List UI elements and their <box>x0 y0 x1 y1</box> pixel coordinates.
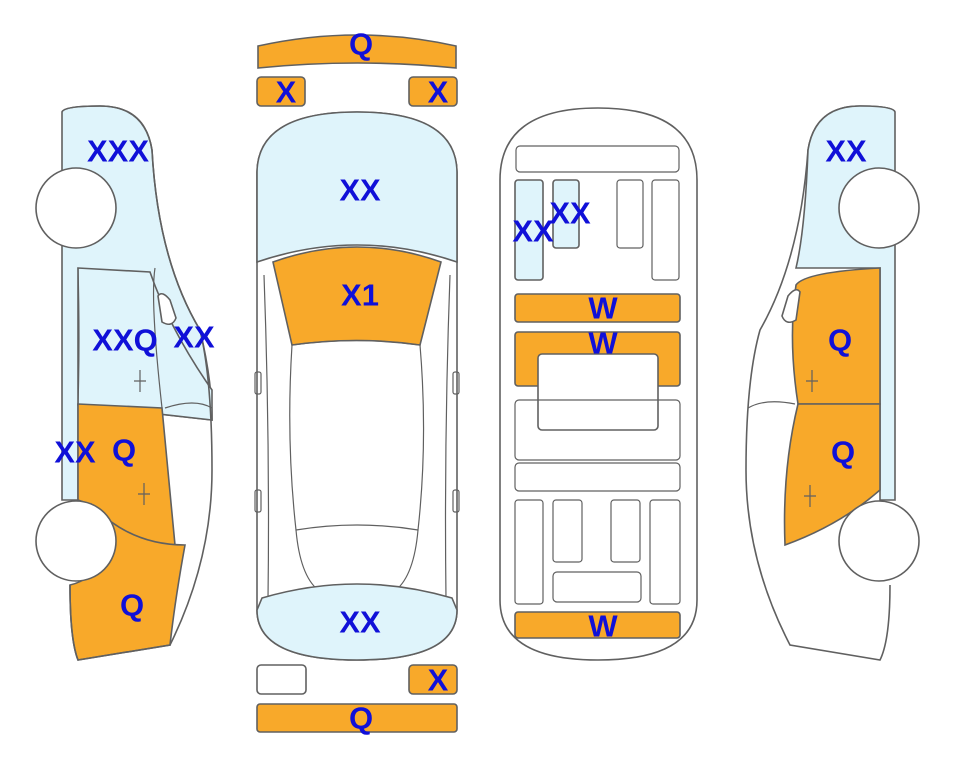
left-rear-wheel <box>35 500 117 582</box>
right-mirror[interactable] <box>781 288 801 324</box>
right-side-line <box>444 274 451 601</box>
label-front-bumper: Q <box>349 27 373 62</box>
damage-labels: Q X X XX X1 XX X Q XXX XXQ XX XX Q Q XX … <box>54 27 867 736</box>
left-door-line <box>152 267 163 409</box>
right-mirror-top <box>452 371 460 395</box>
floor-center-block <box>537 353 659 431</box>
right-rear-wheel <box>838 500 920 582</box>
label-left-quarter: Q <box>120 588 144 623</box>
front-left-corner-panel[interactable] <box>256 76 306 107</box>
floor-bar-3-panel[interactable] <box>514 611 681 639</box>
label-front-right-corner: X <box>428 75 449 110</box>
label-rear-panel: XX <box>339 605 381 640</box>
floor-bar-1-panel[interactable] <box>514 293 681 323</box>
left-front-wheel <box>35 167 117 249</box>
label-front-left-corner: X <box>276 75 297 110</box>
left-side-line <box>263 274 270 601</box>
floor-slot-e <box>514 499 544 605</box>
right-front-wheel <box>838 167 920 249</box>
cabin-outline <box>289 339 425 531</box>
floor-slot-b <box>651 179 680 281</box>
label-interior-left-2: XX <box>549 196 591 231</box>
label-rear-right-corner: X <box>428 663 449 698</box>
left-pillar-line <box>77 267 80 406</box>
left-side-view <box>35 105 213 661</box>
label-hood: XX <box>339 173 381 208</box>
label-left-mirror: XX <box>173 320 215 355</box>
left-handle-top <box>254 489 262 513</box>
label-windshield-roof: X1 <box>341 278 379 313</box>
label-rear-bumper: Q <box>349 701 373 736</box>
left-handle-front <box>134 370 146 392</box>
front-right-corner-panel[interactable] <box>408 76 458 107</box>
left-mirror[interactable] <box>157 292 177 326</box>
floor-slot-i <box>552 571 642 603</box>
right-handle-front <box>806 370 818 392</box>
rear-right-corner-panel[interactable] <box>408 664 458 695</box>
label-floor-bar-3: W <box>588 609 618 644</box>
rear-panel[interactable] <box>256 583 458 661</box>
label-right-front-door: Q <box>828 323 852 358</box>
right-rear-door-panel[interactable] <box>783 403 881 547</box>
label-interior-left: XX <box>512 214 554 249</box>
label-right-front-fender: XX <box>825 134 867 169</box>
rear-bumper-panel[interactable] <box>256 703 458 733</box>
right-handle-top <box>452 489 460 513</box>
right-side-view <box>745 105 920 661</box>
right-handle-rear <box>804 485 816 507</box>
label-left-pillar: XXQ <box>92 323 157 358</box>
label-right-rear-door: Q <box>831 435 855 470</box>
floor-view <box>499 107 698 661</box>
left-body-outline <box>61 105 213 661</box>
floor-slot-a <box>616 179 644 249</box>
rear-left-corner-panel[interactable] <box>256 664 307 695</box>
left-door-window <box>164 402 213 409</box>
label-left-rear-door: Q <box>112 433 136 468</box>
right-door-window <box>747 401 796 409</box>
floor-top-bar <box>515 145 680 173</box>
floor-slot-h <box>649 499 681 605</box>
label-floor-bar-2: W <box>588 326 618 361</box>
front-bumper-panel[interactable] <box>257 34 457 69</box>
floor-slot-g <box>610 499 641 563</box>
label-left-sill: XX <box>54 435 96 470</box>
floor-slot-d <box>514 462 681 492</box>
floor-slot-f <box>552 499 583 563</box>
label-left-front-fender: XXX <box>87 134 149 169</box>
floor-slot-c <box>514 399 681 461</box>
left-handle-rear <box>138 483 150 505</box>
floor-outline <box>499 107 698 661</box>
left-mirror-top <box>254 371 262 395</box>
interior-left-panel-2[interactable] <box>552 179 580 249</box>
hood-panel[interactable] <box>256 111 458 264</box>
label-floor-bar-1: W <box>588 291 618 326</box>
top-view <box>254 34 460 733</box>
interior-left-panel[interactable] <box>514 179 544 281</box>
